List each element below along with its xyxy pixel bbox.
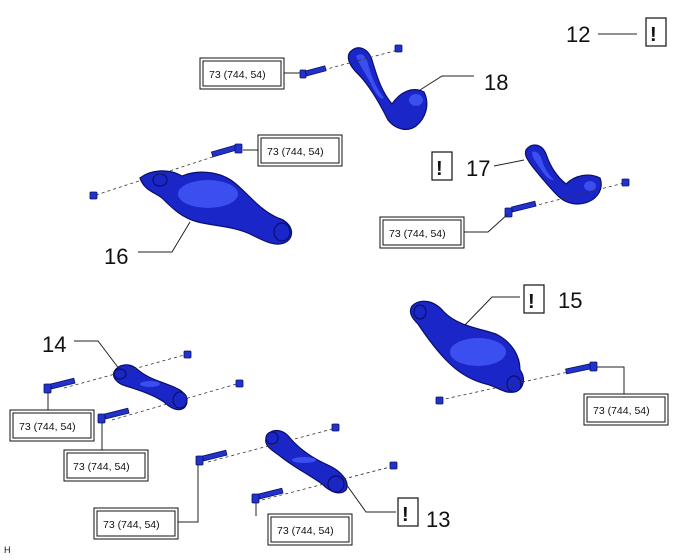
part-16-lower-arm	[139, 170, 293, 245]
part-14-lateral-link	[113, 364, 188, 411]
axis-line-13a	[207, 427, 337, 463]
part-17-upper-arm	[524, 144, 602, 205]
torque-box-14b: 73 (744, 54)	[63, 449, 149, 482]
nut-icon	[331, 423, 340, 432]
torque-label-15: 73 (744, 54)	[593, 405, 650, 417]
bolt-icon	[299, 65, 327, 79]
leader-17	[493, 159, 525, 167]
caution-mark: !	[528, 291, 535, 313]
caution-icon: !	[431, 151, 453, 181]
leader-16	[138, 221, 191, 253]
caution-mark: !	[402, 504, 409, 526]
callout-15: 15	[558, 288, 582, 313]
caution-icon: !	[397, 497, 419, 527]
bolt-icon	[195, 449, 228, 466]
torque-label-18: 73 (744, 54)	[209, 69, 266, 81]
axis-line-14b	[111, 382, 241, 421]
bolt-icon	[504, 200, 537, 218]
callout-18: 18	[484, 70, 508, 95]
callout-13: 13	[426, 507, 450, 532]
callout-12: 12	[566, 22, 590, 47]
corner-code: H	[4, 545, 11, 555]
axis-line-13b	[261, 465, 395, 501]
bolt-icon	[565, 361, 598, 375]
leader-15	[463, 296, 520, 327]
leader-torque-13a	[178, 464, 199, 523]
callout-14: 14	[42, 332, 66, 357]
callout-16: 16	[104, 244, 128, 269]
torque-box-13a: 73 (744, 54)	[93, 507, 179, 540]
leader-13	[345, 483, 396, 513]
torque-label-13a: 73 (744, 54)	[103, 519, 160, 531]
caution-icon: !	[523, 284, 545, 314]
nut-icon	[183, 350, 192, 359]
axis-line-18	[311, 49, 399, 74]
caution-mark: !	[436, 158, 443, 180]
part-13-lateral-link	[265, 429, 348, 494]
torque-box-17: 73 (744, 54)	[379, 216, 465, 249]
bolt-icon	[97, 407, 130, 424]
bolt-icon	[43, 377, 76, 394]
torque-label-16: 73 (744, 54)	[267, 146, 324, 158]
nut-icon	[89, 191, 98, 200]
torque-box-14a: 73 (744, 54)	[9, 409, 95, 442]
torque-box-16: 73 (744, 54)	[257, 134, 343, 167]
torque-box-18: 73 (744, 54)	[199, 57, 285, 90]
torque-label-14b: 73 (744, 54)	[73, 461, 130, 473]
torque-label-14a: 73 (744, 54)	[19, 421, 76, 433]
nut-icon	[235, 379, 244, 388]
torque-label-13b: 73 (744, 54)	[277, 525, 334, 537]
part-18-upper-arm	[347, 47, 428, 130]
bolt-icon	[210, 143, 243, 158]
bolt-icon	[251, 487, 284, 504]
callout-17: 17	[466, 156, 490, 181]
leader-14	[74, 340, 121, 371]
leader-torque-15	[597, 366, 625, 394]
leader-torque-17	[460, 213, 509, 233]
caution-mark: !	[650, 24, 657, 46]
part-15-trailing-arm	[409, 300, 524, 393]
torque-box-13b: 73 (744, 54)	[267, 513, 353, 546]
nut-icon	[621, 178, 630, 187]
nut-icon	[435, 396, 444, 405]
caution-icon: !	[645, 17, 667, 47]
nut-icon	[389, 461, 398, 470]
leader-18	[419, 75, 474, 91]
torque-label-17: 73 (744, 54)	[389, 228, 446, 240]
nut-icon	[394, 44, 403, 53]
torque-box-15: 73 (744, 54)	[583, 393, 669, 426]
